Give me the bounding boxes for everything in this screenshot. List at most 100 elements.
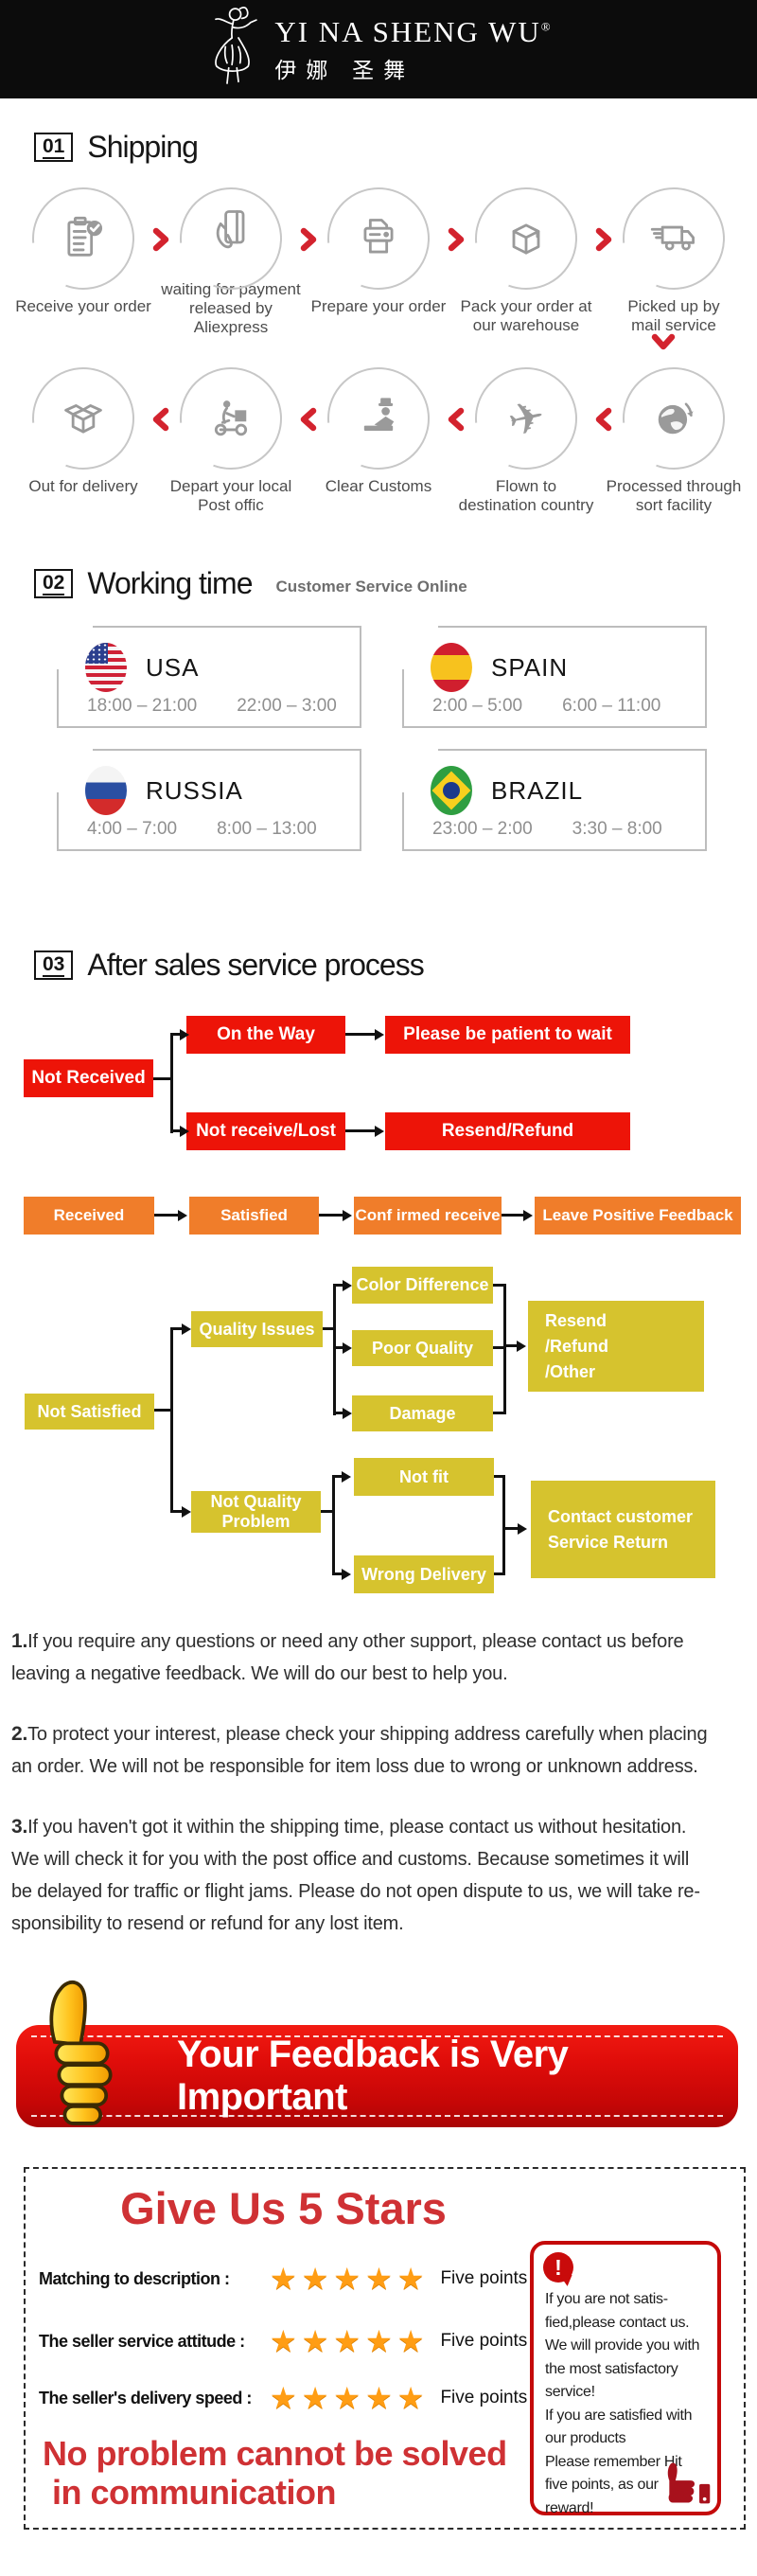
connector-line (336, 1346, 343, 1349)
rating-label: The seller service attitude : (39, 2331, 245, 2351)
connector-line (493, 1412, 506, 1414)
connector-line (173, 1327, 183, 1330)
exclamation-icon: ! (543, 2252, 573, 2283)
section-shipping-title: 01 Shipping (34, 125, 757, 169)
thumbs-up-icon (49, 1980, 113, 2125)
shipping-step: ✈ Flown to destination country (452, 365, 600, 517)
note-paragraph: 1.If you require any questions or need a… (11, 1626, 749, 1690)
airplane-icon: ✈ (473, 365, 579, 471)
arrowhead (375, 1029, 384, 1040)
rating-suffix: Five points (440, 2388, 528, 2407)
usa-flag-icon (85, 643, 127, 692)
note-text: To protect your interest, please check y… (11, 1724, 708, 1777)
shipping-step: Receive your order (9, 186, 157, 337)
flow-box-quality-issues: Quality Issues (191, 1311, 323, 1347)
note-text: If you haven't got it within the shippin… (11, 1817, 700, 1934)
slogan-line-1: No problem cannot be solved (43, 2434, 507, 2473)
rating-suffix: Five points (440, 2331, 528, 2351)
section-number: 01 (43, 134, 65, 159)
flow-box-damage: Damage (352, 1395, 493, 1431)
connector-line (170, 1327, 173, 1513)
shipping-step: Out for delivery (9, 365, 157, 517)
country-name: BRAZIL (491, 775, 584, 805)
flow-box-please-be-patient: Please be patient to wait (385, 1016, 630, 1054)
arrowhead (375, 1126, 384, 1137)
flowchart-not-satisfied: Not Satisfied Quality Issues Color Diffe… (0, 1258, 757, 1607)
working-time-card-brazil: BRAZIL 23:00 – 2:00 3:30 – 8:00 (402, 749, 707, 851)
section-title-text: Working time (87, 565, 253, 600)
shipping-step-label: Picked up by mail service (627, 297, 720, 334)
working-time-card-russia: RUSSIA 4:00 – 7:00 8:00 – 13:00 (57, 749, 361, 851)
feedback-banner: Your Feedback is Very Important (0, 1978, 757, 2136)
arrow-right-icon (448, 227, 465, 252)
shipping-step-label: Clear Customs (325, 477, 432, 495)
arrowhead (180, 1126, 189, 1137)
flow-box-not-receive-lost: Not receive/Lost (186, 1112, 345, 1150)
working-hours: 8:00 – 13:00 (217, 819, 317, 839)
shipping-step-label: Depart your local Post offic (169, 477, 292, 514)
connector-line (502, 1214, 524, 1217)
arrow-left-icon (300, 407, 317, 432)
flow-box-resend-refund-other: Resend /Refund /Other (528, 1301, 704, 1392)
connector-line (494, 1475, 505, 1478)
working-time-card-usa: USA 18:00 – 21:00 22:00 – 3:00 (57, 626, 361, 728)
payment-card-icon (178, 186, 284, 290)
arrow-down-icon (651, 333, 676, 350)
working-time-card-spain: SPAIN 2:00 – 5:00 6:00 – 11:00 (402, 626, 707, 728)
header: YI NA SHENG WU® 伊娜 圣舞 (0, 0, 757, 98)
satisfaction-tip-box: ! If you are not satis- fied,please cont… (530, 2241, 721, 2516)
note-number: 1. (11, 1630, 28, 1652)
star-rating: ★★★★★ (270, 2324, 430, 2358)
section-number-badge: 01 (34, 132, 74, 162)
connector-line (332, 1475, 335, 1575)
shipping-step: Prepare your order (305, 186, 452, 337)
arrowhead (342, 1471, 351, 1483)
thumbs-up-small-icon (667, 2462, 711, 2504)
connector-line (503, 1284, 506, 1414)
service-notes: 1.If you require any questions or need a… (11, 1626, 749, 1940)
customs-officer-icon (326, 365, 431, 471)
arrowhead (180, 1029, 189, 1040)
rating-label: Matching to description : (39, 2268, 230, 2288)
connector-line (173, 1510, 183, 1513)
working-hours: 22:00 – 3:00 (237, 696, 337, 716)
flow-box-not-received: Not Received (24, 1059, 153, 1097)
slogan: No problem cannot be solved in communica… (43, 2434, 507, 2512)
flow-box-resend-refund: Resend/Refund (385, 1112, 630, 1150)
courier-scooter-icon (178, 365, 284, 471)
note-text: If you require any questions or need any… (11, 1631, 684, 1684)
country-name: USA (146, 652, 200, 682)
shipping-step-label: Out for delivery (28, 477, 138, 495)
registered-mark: ® (540, 19, 553, 34)
connector-line (336, 1412, 343, 1414)
section-title-text: After sales service process (87, 947, 424, 982)
rating-suffix: Five points (440, 2268, 528, 2288)
banner-ribbon: Your Feedback is Very Important (16, 2025, 738, 2127)
section-number-badge: 02 (34, 568, 74, 598)
connector-line (170, 1033, 173, 1133)
connector-line (333, 1284, 336, 1415)
brand-name-chinese: 伊娜 圣舞 (274, 58, 415, 82)
globe-icon (621, 365, 727, 471)
connector-line (506, 1344, 518, 1347)
section-title-text: Shipping (87, 129, 199, 164)
flow-box-not-fit: Not fit (354, 1458, 494, 1496)
note-paragraph: 3.If you haven't got it within the shipp… (11, 1811, 749, 1940)
rating-row: The seller's delivery speed : ★★★★★ Five… (39, 2379, 527, 2417)
working-hours: 18:00 – 21:00 (87, 696, 198, 716)
arrow-left-icon (595, 407, 612, 432)
rating-label: The seller's delivery speed : (39, 2388, 252, 2407)
connector-line (154, 1409, 172, 1412)
connector-line (173, 1129, 181, 1132)
spain-flag-icon (431, 643, 472, 692)
connector-line (505, 1527, 519, 1530)
connector-line (335, 1572, 343, 1575)
banner-text: Your Feedback is Very Important (177, 2034, 569, 2118)
flow-box-received: Received (24, 1197, 154, 1235)
arrowhead (178, 1210, 187, 1221)
arrowhead (343, 1408, 352, 1419)
rating-row: The seller service attitude : ★★★★★ Five… (39, 2322, 527, 2360)
flow-box-confirmed-receive: Conf irmed receive (354, 1197, 502, 1235)
printer-icon (326, 186, 431, 292)
connector-line (154, 1214, 179, 1217)
